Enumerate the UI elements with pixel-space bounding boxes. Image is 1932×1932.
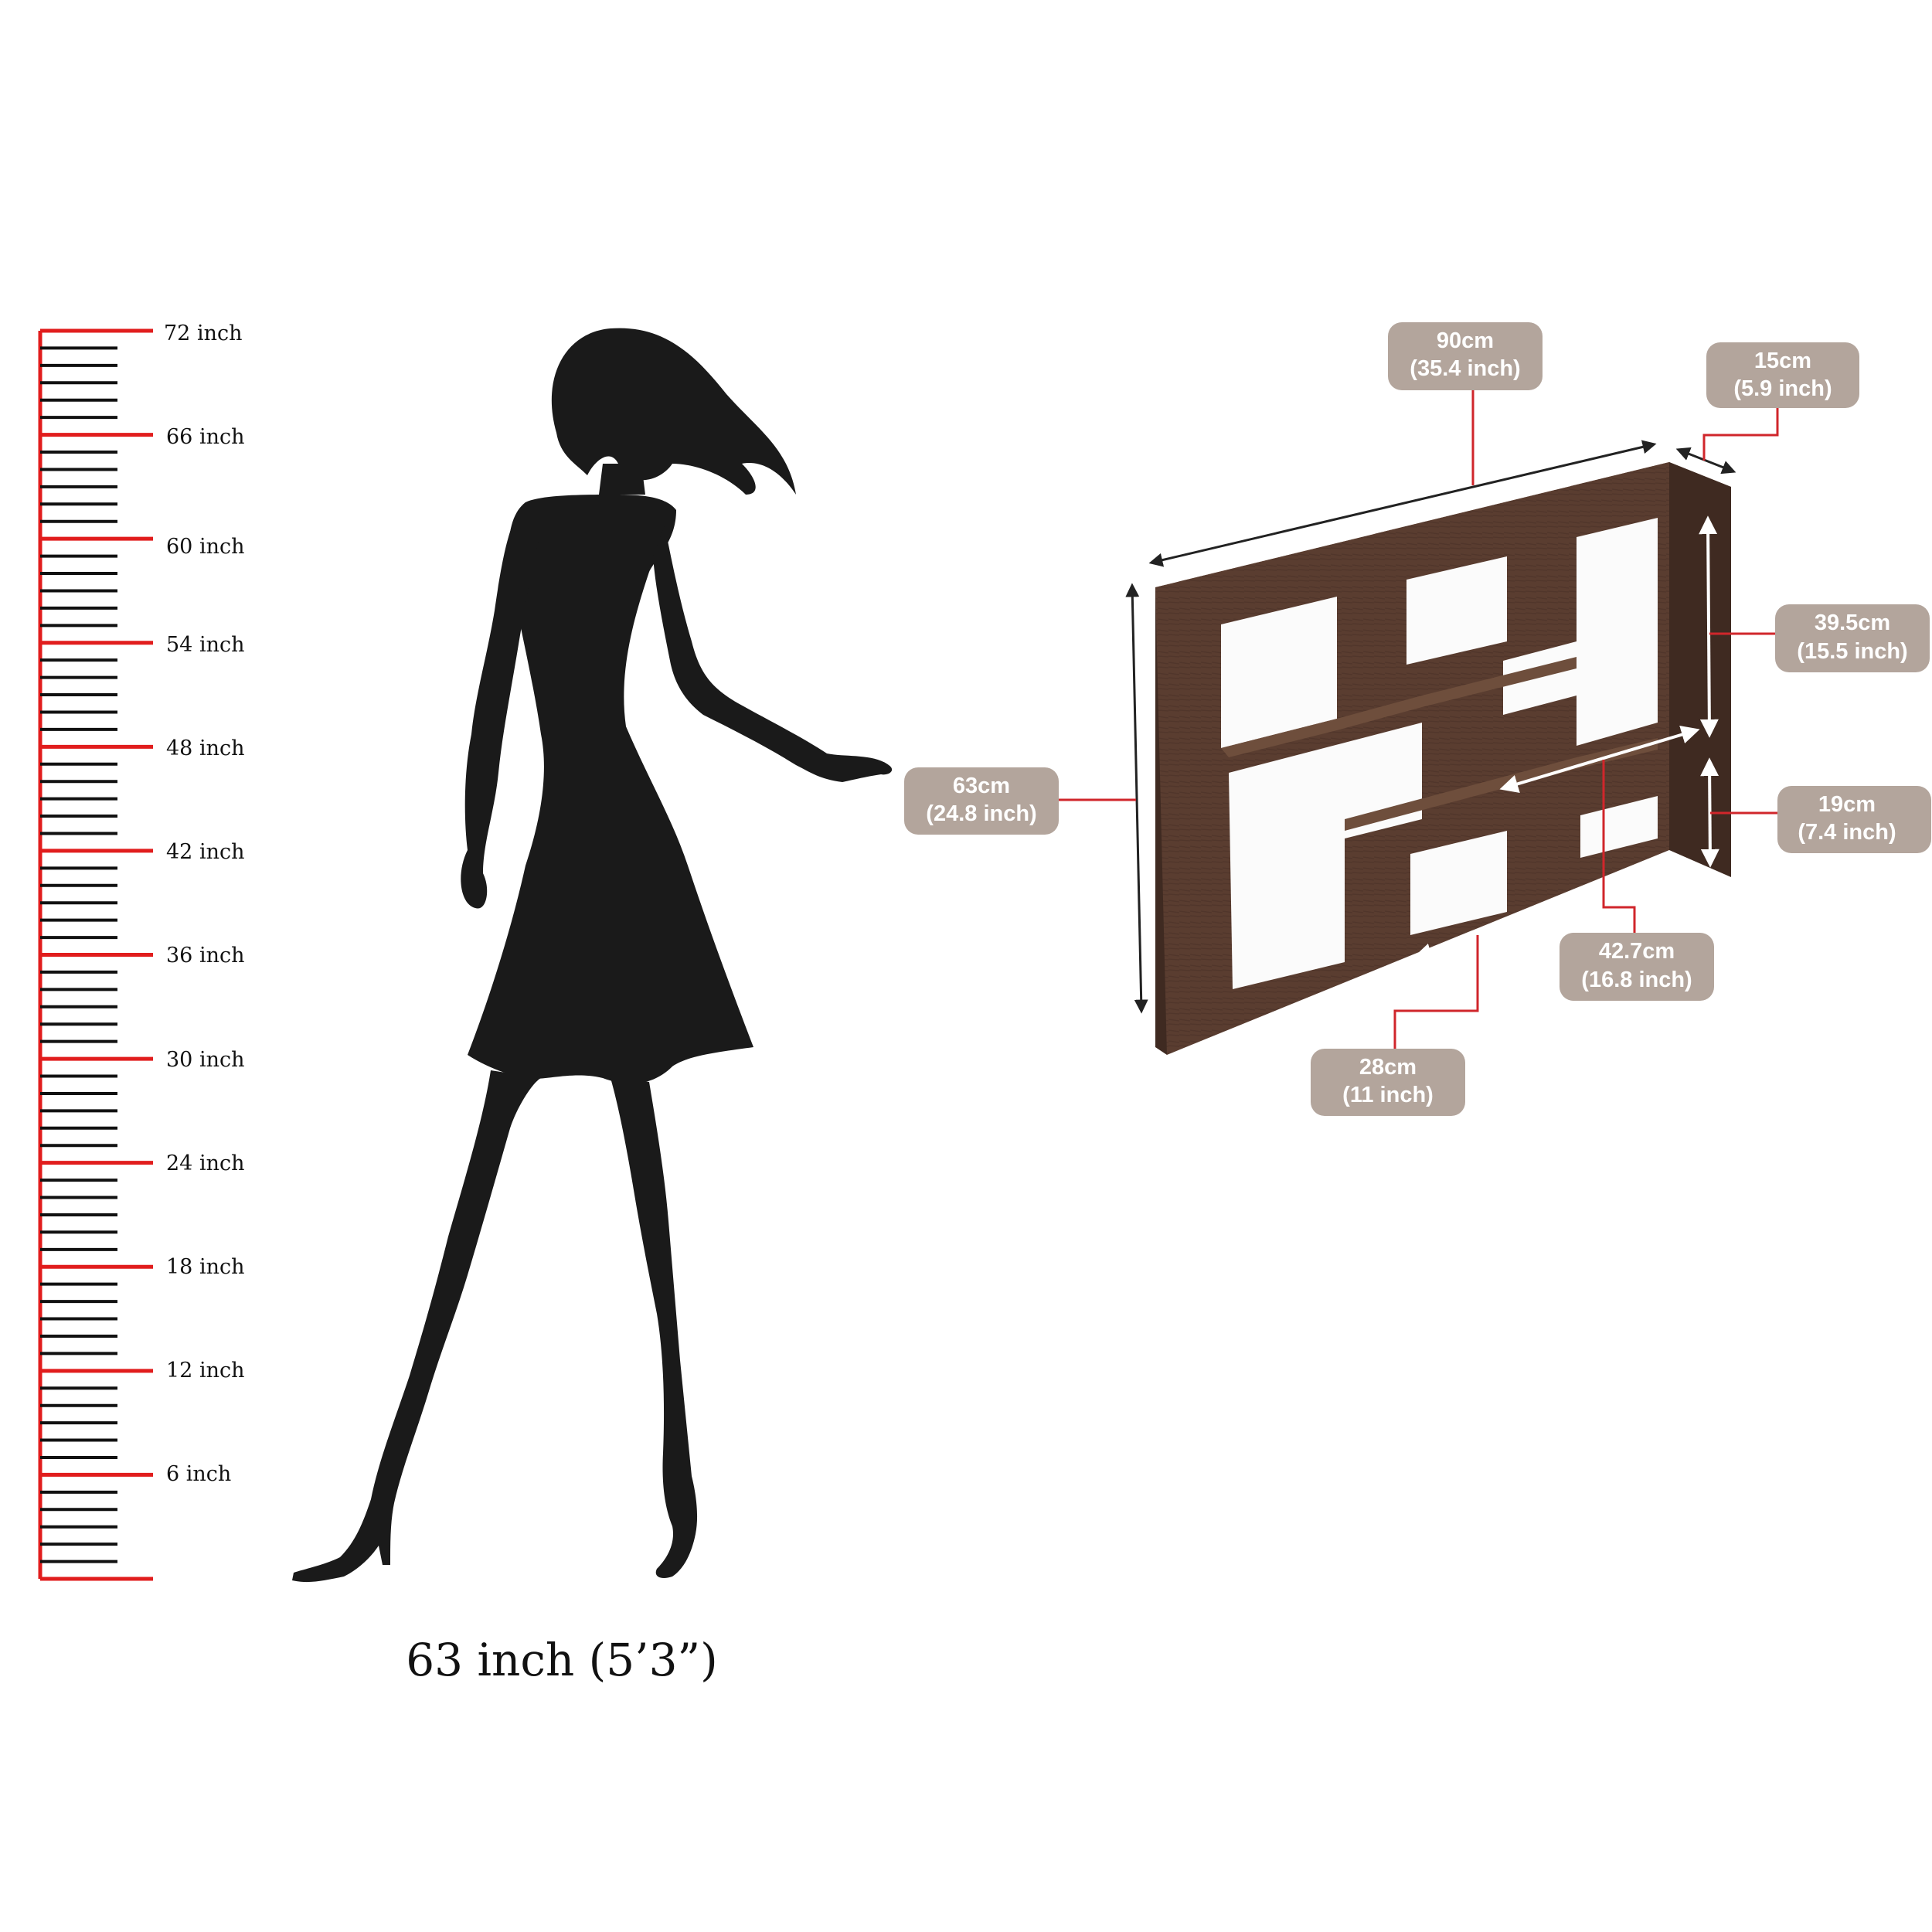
label-height-metric: 63cm — [953, 774, 1010, 798]
label-lower-height-metric: 19cm — [1818, 792, 1876, 817]
ruler-labels: 72 inch 66 inch 60 inch 54 inch 48 inch … — [164, 321, 244, 1486]
figure-height-caption: 63 inch (5’3”) — [406, 1634, 718, 1686]
label-height-imperial: (24.8 inch) — [926, 801, 1036, 826]
height-ruler: 72 inch 66 inch 60 inch 54 inch 48 inch … — [38, 321, 244, 1581]
label-depth: 15cm (5.9 inch) — [1706, 342, 1859, 408]
leader-long-shelf — [1602, 760, 1636, 933]
label-width: 90cm (35.4 inch) — [1388, 322, 1543, 390]
leader-lines — [1059, 390, 1779, 1049]
leader-depth — [1702, 408, 1779, 461]
label-long-shelf-imperial: (16.8 inch) — [1581, 968, 1692, 992]
ruler-label-60: 60 inch — [166, 535, 244, 559]
label-upper-height: 39.5cm (15.5 inch) — [1775, 604, 1930, 672]
label-lower-height: 19cm (7.4 inch) — [1777, 786, 1931, 853]
label-height: 63cm (24.8 inch) — [904, 767, 1059, 835]
width-arrow — [1148, 440, 1657, 567]
short-shelf-width-arrow — [1413, 911, 1557, 961]
label-long-shelf: 42.7cm (16.8 inch) — [1560, 933, 1714, 1001]
label-depth-metric: 15cm — [1754, 349, 1811, 373]
label-long-shelf-metric: 42.7cm — [1599, 939, 1675, 964]
label-width-imperial: (35.4 inch) — [1410, 356, 1520, 381]
ruler-label-42: 42 inch — [166, 840, 244, 864]
height-arrow — [1125, 583, 1148, 1014]
dimension-labels: 90cm (35.4 inch) 15cm (5.9 inch) 39.5cm … — [904, 322, 1931, 1116]
ruler-label-24: 24 inch — [166, 1151, 244, 1175]
ruler-label-18: 18 inch — [166, 1255, 244, 1279]
ruler-label-30: 30 inch — [166, 1048, 244, 1072]
label-lower-height-imperial: (7.4 inch) — [1798, 820, 1896, 845]
upper-compartment-height-arrow — [1699, 515, 1719, 738]
lower-compartment-height-arrow — [1700, 757, 1719, 868]
ruler-ticks — [40, 328, 153, 1581]
leader-short-shelf — [1393, 935, 1479, 1049]
woman-silhouette-icon — [292, 328, 893, 1583]
ruler-label-66: 66 inch — [166, 425, 244, 449]
dimension-arrows — [1125, 440, 1736, 1014]
label-short-shelf-imperial: (11 inch) — [1342, 1083, 1434, 1107]
label-upper-height-imperial: (15.5 inch) — [1797, 639, 1907, 664]
ruler-label-6: 6 inch — [166, 1462, 231, 1486]
label-upper-height-metric: 39.5cm — [1815, 611, 1890, 635]
label-short-shelf: 28cm (11 inch) — [1311, 1049, 1465, 1116]
ruler-label-54: 54 inch — [166, 633, 244, 657]
label-width-metric: 90cm — [1437, 328, 1494, 353]
ruler-label-48: 48 inch — [166, 736, 244, 760]
label-depth-imperial: (5.9 inch) — [1733, 376, 1832, 401]
ruler-label-36: 36 inch — [166, 944, 244, 968]
label-short-shelf-metric: 28cm — [1359, 1055, 1417, 1080]
ruler-label-72: 72 inch — [164, 321, 242, 345]
long-shelf-width-arrow — [1499, 726, 1700, 793]
depth-arrow — [1675, 447, 1736, 474]
ruler-label-12: 12 inch — [166, 1359, 244, 1383]
